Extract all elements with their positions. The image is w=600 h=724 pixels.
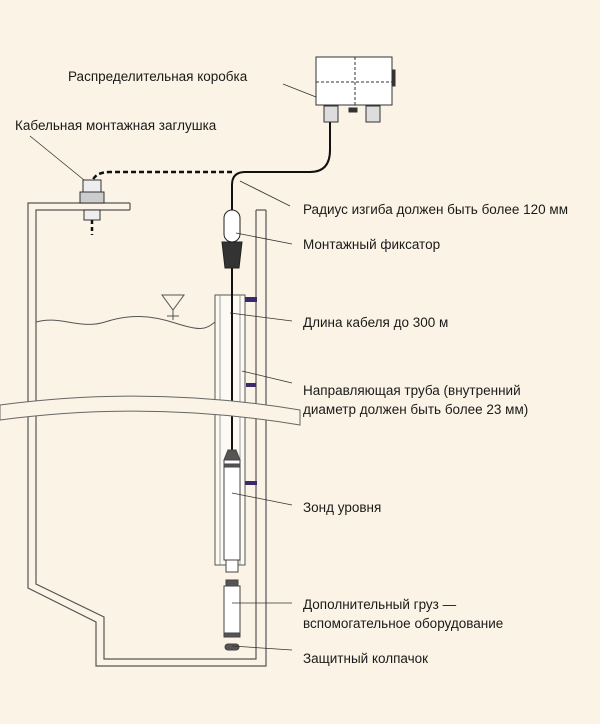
water-level-icon xyxy=(161,294,185,320)
label-cap: Защитный колпачок xyxy=(303,651,429,666)
weight-icon xyxy=(223,579,241,651)
label-guide-tube-line1: Направляющая труба (внутренний xyxy=(303,383,521,398)
label-junction-box: Распределительная коробка xyxy=(68,69,248,84)
junction-box-icon xyxy=(315,56,396,123)
label-guide-tube-line2: диаметр должен быть более 23 мм) xyxy=(303,402,529,417)
label-cable-length: Длина кабеля до 300 м xyxy=(303,315,449,330)
water-surface xyxy=(35,315,216,329)
tank-outline xyxy=(27,202,267,667)
label-probe: Зонд уровня xyxy=(303,500,382,515)
cable-dashed xyxy=(90,170,232,183)
cable xyxy=(231,122,331,470)
cut-band xyxy=(0,395,301,426)
label-weight-line2: вспомогательное оборудование xyxy=(303,616,504,631)
leader-lines xyxy=(29,83,317,651)
clamp-icon xyxy=(221,209,243,269)
cable-plug-icon xyxy=(79,179,105,235)
label-weight-line1: Дополнительный груз — xyxy=(303,597,457,612)
level-probe-icon xyxy=(223,449,241,573)
label-clamp: Монтажный фиксатор xyxy=(303,237,441,252)
label-bend-radius: Радиус изгиба должен быть более 120 мм xyxy=(303,202,568,217)
label-cable-plug: Кабельная монтажная заглушка xyxy=(15,118,217,133)
guide-markers xyxy=(245,297,257,485)
